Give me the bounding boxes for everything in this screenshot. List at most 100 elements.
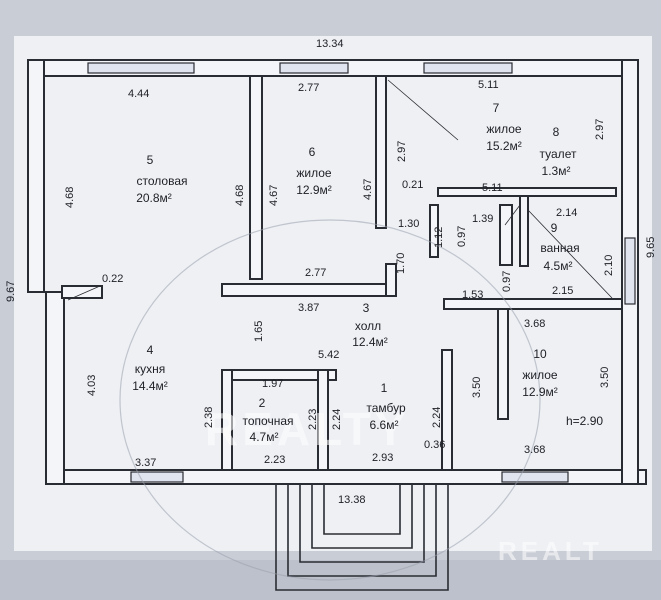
dim-542: 5.42 [318,349,339,361]
wall-2-right [317,369,329,471]
watermark-ring [119,219,541,581]
stair-step-1 [275,484,449,591]
door-swing-4 [67,285,101,301]
window-top-1 [87,62,195,74]
stair-step-3 [299,484,425,563]
room-3-area: 12.4м² [352,335,388,349]
interior-walls [61,75,623,471]
room-9-name: ванная [540,241,579,255]
dim-277-top: 2.77 [298,82,319,94]
room-2-num: 2 [259,396,266,410]
wall-left-lower [45,291,65,485]
room-10-area: 12.9м² [522,385,558,399]
dim-097-b: 0.97 [501,271,513,292]
room-5-area: 20.8м² [136,191,172,205]
dim-293: 2.93 [372,452,393,464]
dim-130: 1.30 [398,218,419,230]
room-7-area: 15.2м² [486,139,522,153]
room-2-name: топочная [243,414,294,428]
dim-153: 1.53 [462,289,483,301]
room-1-num: 1 [381,381,388,395]
dim-350-a: 3.50 [471,377,483,398]
door-swing-8 [504,204,521,226]
watermark-realty: REALTY [205,403,410,455]
wall-10-left [497,308,509,420]
dim-210: 2.10 [603,255,615,276]
dim-337: 3.37 [135,457,156,469]
wall-2-left [221,369,233,471]
wall-7-bottom [437,187,617,197]
wall-1-right [441,349,453,471]
room-1-area: 6.6м² [370,418,399,432]
dim-224-a: 2.24 [331,409,343,430]
dim-238: 2.38 [203,407,215,428]
dim-403: 4.03 [86,375,98,396]
stair-step-4 [311,484,413,549]
dim-277-mid: 2.77 [305,267,326,279]
wall-6-7 [375,75,387,229]
dim-223-h: 2.23 [264,454,285,466]
dim-387: 3.87 [298,302,319,314]
wall-hall-riser [385,263,397,297]
room-10-name: жилое [522,368,558,382]
dim-214: 2.14 [556,207,577,219]
room-3-num: 3 [363,301,370,315]
room-2-area: 4.7м² [250,430,279,444]
dim-297-right: 2.97 [594,119,606,140]
dim-bottom-total: 13.38 [338,494,366,506]
wall-8-right [519,195,529,267]
wall-8-mid [499,204,513,266]
dim-215: 2.15 [552,285,573,297]
window-bottom-1 [130,471,184,483]
stair-step-2 [287,484,437,577]
door-swing-7 [387,79,459,141]
dim-368-a: 3.68 [524,318,545,330]
dim-511-top: 5.11 [478,79,499,91]
wall-left-upper [27,59,45,293]
dim-165: 1.65 [253,321,265,342]
room-7-name: жилое [486,122,522,136]
wall-4-5 [61,285,103,299]
dim-350-b: 3.50 [599,367,611,388]
room-6-num: 6 [309,145,316,159]
room-8-area: 1.3м² [542,164,571,178]
dim-468-left: 4.68 [64,187,76,208]
dim-468-mid: 4.68 [234,185,246,206]
dim-021: 0.21 [402,179,423,191]
dim-139: 1.39 [472,213,493,225]
door-swing-9 [527,209,613,299]
room-7-num: 7 [493,101,500,115]
window-top-2 [279,62,349,74]
room-6-area: 12.9м² [296,183,332,197]
stair-step-5 [323,484,401,535]
room-3-name: холл [355,319,381,333]
door-swings [67,79,613,301]
entrance-stairs [275,484,449,591]
room-1-name: тамбур [366,401,406,415]
dim-right-total: 9.65 [645,237,657,258]
dim-297-mid: 2.97 [396,141,408,162]
dim-036: 0.36 [424,439,445,451]
dim-197: 1.97 [262,378,283,390]
dim-top-total: 13.34 [316,38,344,50]
dimension-labels: 13.34 13.38 9.67 9.65 4.44 2.77 5.11 2.9… [5,38,657,506]
wall-5-6 [249,75,263,280]
wall-9-10 [443,298,623,310]
room-5-num: 5 [147,153,154,167]
dim-097-a: 0.97 [456,226,468,247]
window-right [624,237,636,305]
dim-467-r: 4.67 [362,179,374,200]
dim-467-mid: 4.67 [268,185,280,206]
room-6-name: жилое [296,166,332,180]
dim-224-b: 2.24 [431,407,443,428]
wall-hall-top [221,283,391,297]
room-9-area: 4.5м² [544,259,573,273]
room-8-num: 8 [553,125,560,139]
windows [87,62,636,483]
dim-444: 4.44 [128,88,149,100]
dim-left-total: 9.67 [5,281,17,302]
dim-368-b: 3.68 [524,444,545,456]
room-5-name: столовая [137,174,188,188]
room-4-area: 14.4м² [132,379,168,393]
dim-170: 1.70 [395,253,407,274]
